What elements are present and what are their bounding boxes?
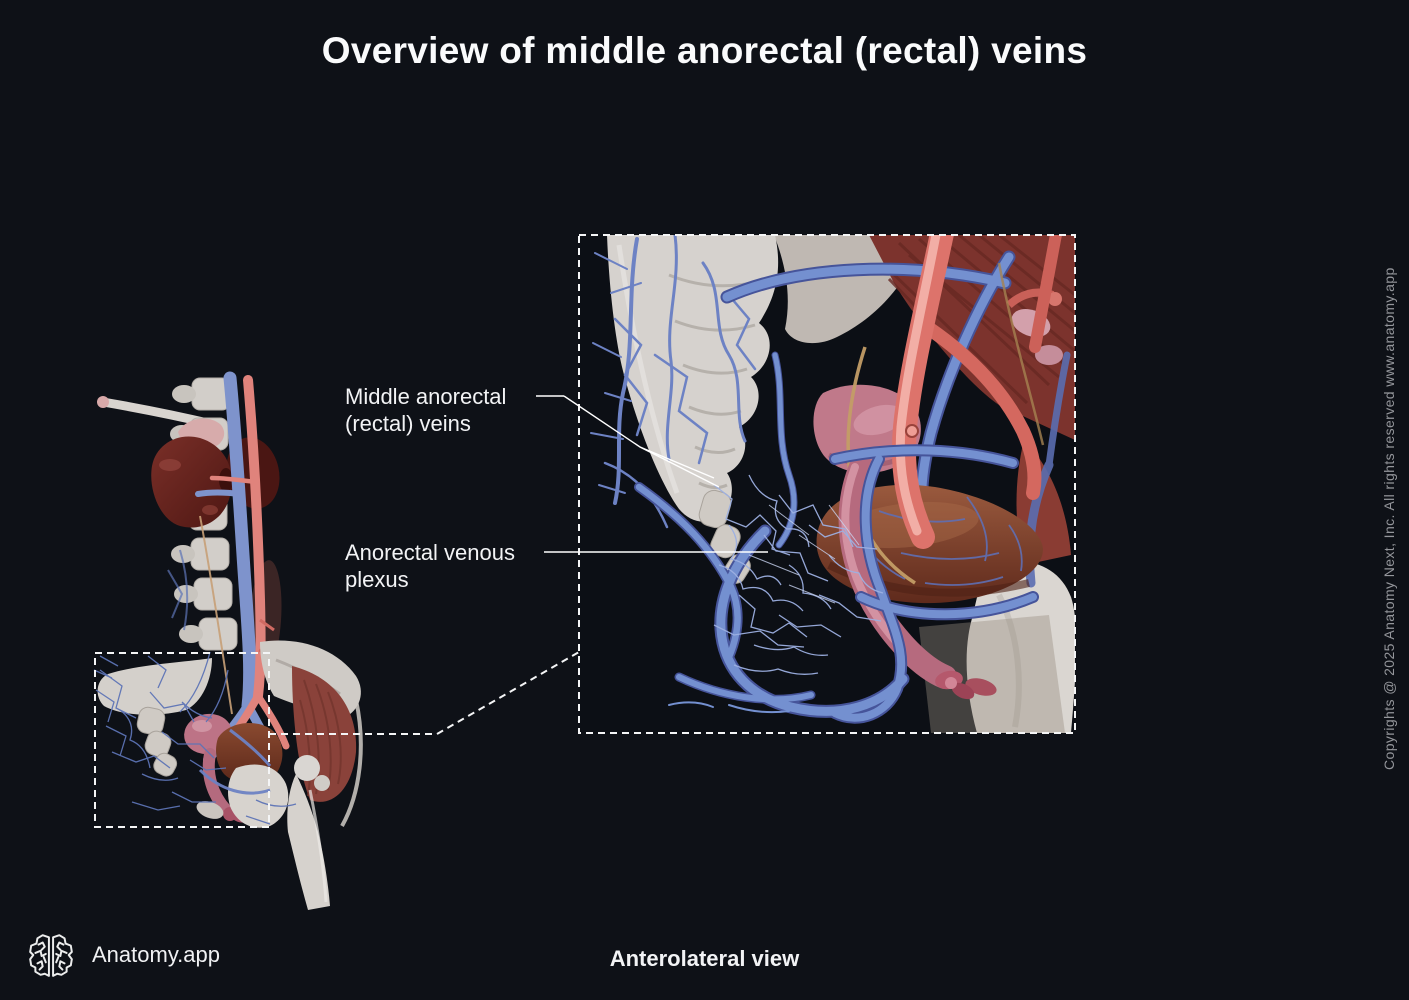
page-title: Overview of middle anorectal (rectal) ve… — [321, 30, 1088, 71]
label-line: Middle anorectal — [345, 384, 507, 409]
overview-anatomy-figure — [93, 371, 363, 910]
copyright-text: Copyrights @ 2025 Anatomy Next, Inc. All… — [1381, 267, 1397, 771]
brand-name: Anatomy.app — [92, 942, 221, 967]
label-anorectal-venous-plexus: Anorectal venous plexus — [345, 539, 515, 593]
label-line: Anorectal venous — [345, 540, 515, 565]
brain-logo-icon — [29, 934, 73, 977]
brand-lockup: Anatomy.app — [26, 932, 220, 978]
inset-anatomy-figure — [579, 235, 1075, 733]
label-line: plexus — [345, 567, 409, 592]
label-line: (rectal) veins — [345, 411, 471, 436]
label-middle-anorectal-veins: Middle anorectal (rectal) veins — [345, 383, 506, 437]
view-label: Anterolateral view — [609, 946, 800, 971]
